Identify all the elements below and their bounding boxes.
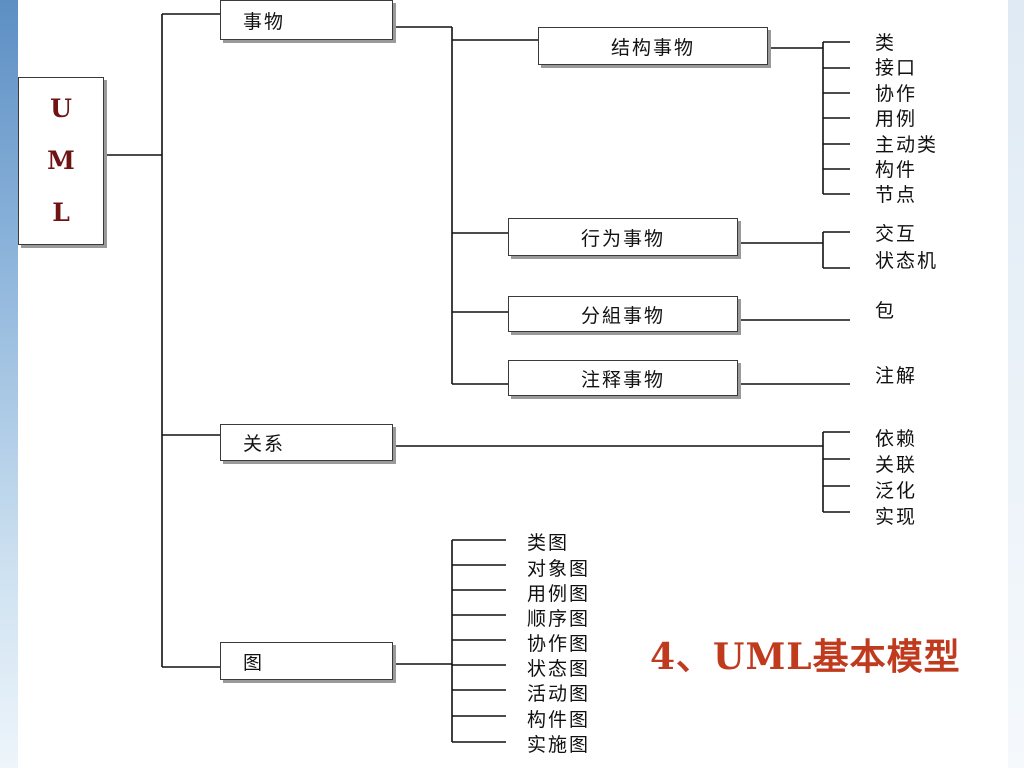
diagram-item-object: 对象图 (527, 558, 591, 580)
annotational-item-note: 注解 (875, 365, 918, 387)
uml-letter-u: U (50, 94, 72, 123)
uml-letter-l: L (52, 198, 70, 227)
relation-item-dependency: 依赖 (875, 428, 918, 450)
structural-item-interface: 接口 (875, 57, 918, 79)
diagram-item-component: 构件图 (527, 709, 591, 731)
diagram-item-sequence: 顺序图 (527, 608, 591, 630)
structural-item-usecase: 用例 (875, 108, 918, 130)
structural-item-component: 构件 (875, 159, 918, 181)
structural-item-collaboration: 协作 (875, 83, 918, 105)
diagrams-box: 图 (220, 642, 393, 680)
diagram-item-statechart: 状态图 (527, 658, 591, 680)
slide-title: 4、UML基本模型 (650, 636, 961, 678)
grouping-things-box: 分組事物 (508, 296, 738, 332)
things-box: 事物 (220, 0, 393, 40)
uml-letter-m: M (47, 146, 75, 175)
behavioral-item-interaction: 交互 (875, 223, 918, 245)
slide-left-gradient (0, 0, 18, 768)
relation-item-generalization: 泛化 (875, 480, 918, 502)
relation-item-realization: 实现 (875, 506, 918, 528)
annotational-things-box: 注释事物 (508, 360, 738, 396)
structural-item-class: 类 (875, 32, 897, 54)
relations-box: 关系 (220, 424, 393, 461)
behavioral-item-state-machine: 状态机 (875, 250, 939, 272)
slide-right-gradient (1008, 0, 1024, 768)
diagram-item-collaboration: 协作图 (527, 633, 591, 655)
diagram-item-activity: 活动图 (527, 683, 591, 705)
structural-item-node: 节点 (875, 184, 918, 206)
structural-item-active-class: 主动类 (875, 134, 939, 156)
relation-item-association: 关联 (875, 454, 918, 476)
grouping-item-package: 包 (875, 300, 897, 322)
diagram-item-deployment: 实施图 (527, 734, 591, 756)
uml-root-box: U M L (18, 77, 104, 245)
structural-things-box: 结构事物 (538, 27, 768, 65)
diagram-item-usecase: 用例图 (527, 583, 591, 605)
behavioral-things-box: 行为事物 (508, 218, 738, 256)
diagram-item-class: 类图 (527, 532, 570, 554)
